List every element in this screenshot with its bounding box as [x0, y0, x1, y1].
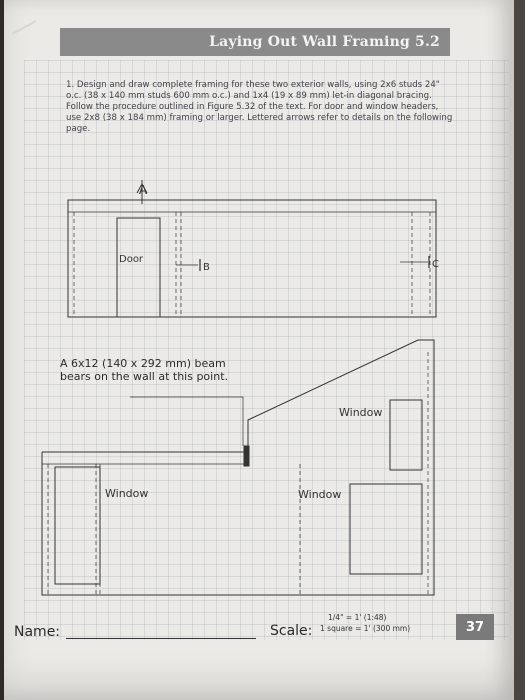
- window-middle-opening: [349, 483, 423, 575]
- marker-c-label: C: [432, 259, 439, 270]
- window-upper-right-label: Window: [339, 406, 382, 419]
- wall-2-elevation: [41, 339, 435, 596]
- scale-line-1: 1/4" = 1' (1:48): [328, 613, 387, 622]
- scale-label: Scale:: [270, 623, 313, 639]
- arrow-a-label: A: [139, 183, 148, 197]
- scale-values: 1/4" = 1' (1:48) 1 square = 1' (300 mm): [320, 612, 410, 634]
- section-header: Laying Out Wall Framing 5.2: [60, 28, 450, 56]
- section-title: Laying Out Wall Framing 5.2: [209, 34, 440, 50]
- beam-leader-line: [130, 396, 244, 446]
- instructions-text: 1. Design and draw complete framing for …: [66, 80, 453, 134]
- name-field-line[interactable]: [66, 638, 256, 639]
- beam-note: A 6x12 (140 x 292 mm) beam bears on the …: [60, 357, 229, 383]
- pencil-mark-icon: [11, 20, 37, 35]
- window-upper-right-opening: [389, 399, 423, 471]
- scale-line-2: 1 square = 1' (300 mm): [320, 624, 411, 633]
- arrow-a-head: [136, 182, 148, 194]
- window-left-label: Window: [105, 487, 148, 500]
- beam-bearing-post: [243, 445, 250, 467]
- door-opening: [116, 217, 161, 318]
- marker-b-label: B: [203, 262, 210, 273]
- window-middle-label: Window: [298, 488, 341, 501]
- wall-1-elevation: [67, 180, 437, 318]
- name-label: Name:: [14, 624, 61, 640]
- wall-1-outline: [67, 199, 437, 318]
- door-label: Door: [119, 254, 144, 265]
- page-number-badge: 37: [456, 614, 494, 640]
- window-left-opening: [54, 466, 101, 585]
